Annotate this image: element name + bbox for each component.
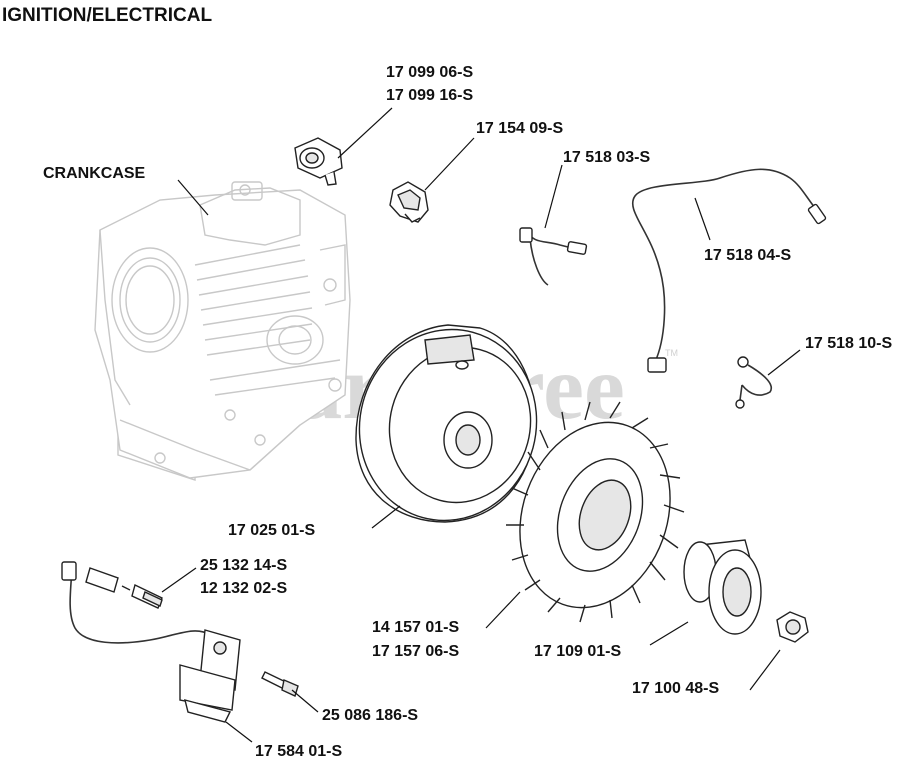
label-17-157-06[interactable]: 17 157 06-S bbox=[372, 643, 460, 660]
label-17-099-16[interactable]: 17 099 16-S bbox=[386, 87, 474, 104]
ignition-module-part bbox=[61, 561, 241, 723]
label-17-584-01[interactable]: 17 584 01-S bbox=[255, 743, 343, 760]
short-wire-part bbox=[519, 227, 588, 286]
label-12-132-02[interactable]: 12 132 02-S bbox=[200, 580, 288, 597]
label-17-518-03[interactable]: 17 518 03-S bbox=[563, 149, 651, 166]
label-17-518-04[interactable]: 17 518 04-S bbox=[704, 247, 792, 264]
fan-part bbox=[506, 401, 685, 623]
label-25-086-186[interactable]: 25 086 186-S bbox=[322, 707, 418, 724]
label-17-518-10[interactable]: 17 518 10-S bbox=[805, 335, 893, 352]
clip-part bbox=[389, 181, 429, 223]
crankcase-illustration bbox=[94, 181, 351, 481]
ground-wire-part bbox=[735, 356, 772, 409]
watermark-trademark: TM bbox=[665, 348, 678, 358]
page-title: IGNITION/ELECTRICAL bbox=[2, 5, 212, 26]
label-17-100-48[interactable]: 17 100 48-S bbox=[632, 680, 720, 697]
label-25-132-14[interactable]: 25 132 14-S bbox=[200, 557, 288, 574]
nut-part bbox=[776, 611, 809, 643]
leader-lines bbox=[161, 107, 801, 743]
spark-plug-part bbox=[121, 584, 163, 609]
label-17-154-09[interactable]: 17 154 09-S bbox=[476, 120, 564, 137]
label-17-099-06[interactable]: 17 099 06-S bbox=[386, 64, 474, 81]
label-14-157-01[interactable]: 14 157 01-S bbox=[372, 619, 460, 636]
label-17-109-01[interactable]: 17 109 01-S bbox=[534, 643, 622, 660]
label-17-025-01[interactable]: 17 025 01-S bbox=[228, 522, 316, 539]
screw-part bbox=[261, 671, 299, 697]
label-crankcase: CRANKCASE bbox=[43, 165, 146, 182]
long-wire-part bbox=[632, 168, 827, 373]
flywheel-part bbox=[355, 324, 538, 523]
ignition-switch-part bbox=[294, 137, 343, 186]
starter-cup-part bbox=[683, 539, 762, 635]
